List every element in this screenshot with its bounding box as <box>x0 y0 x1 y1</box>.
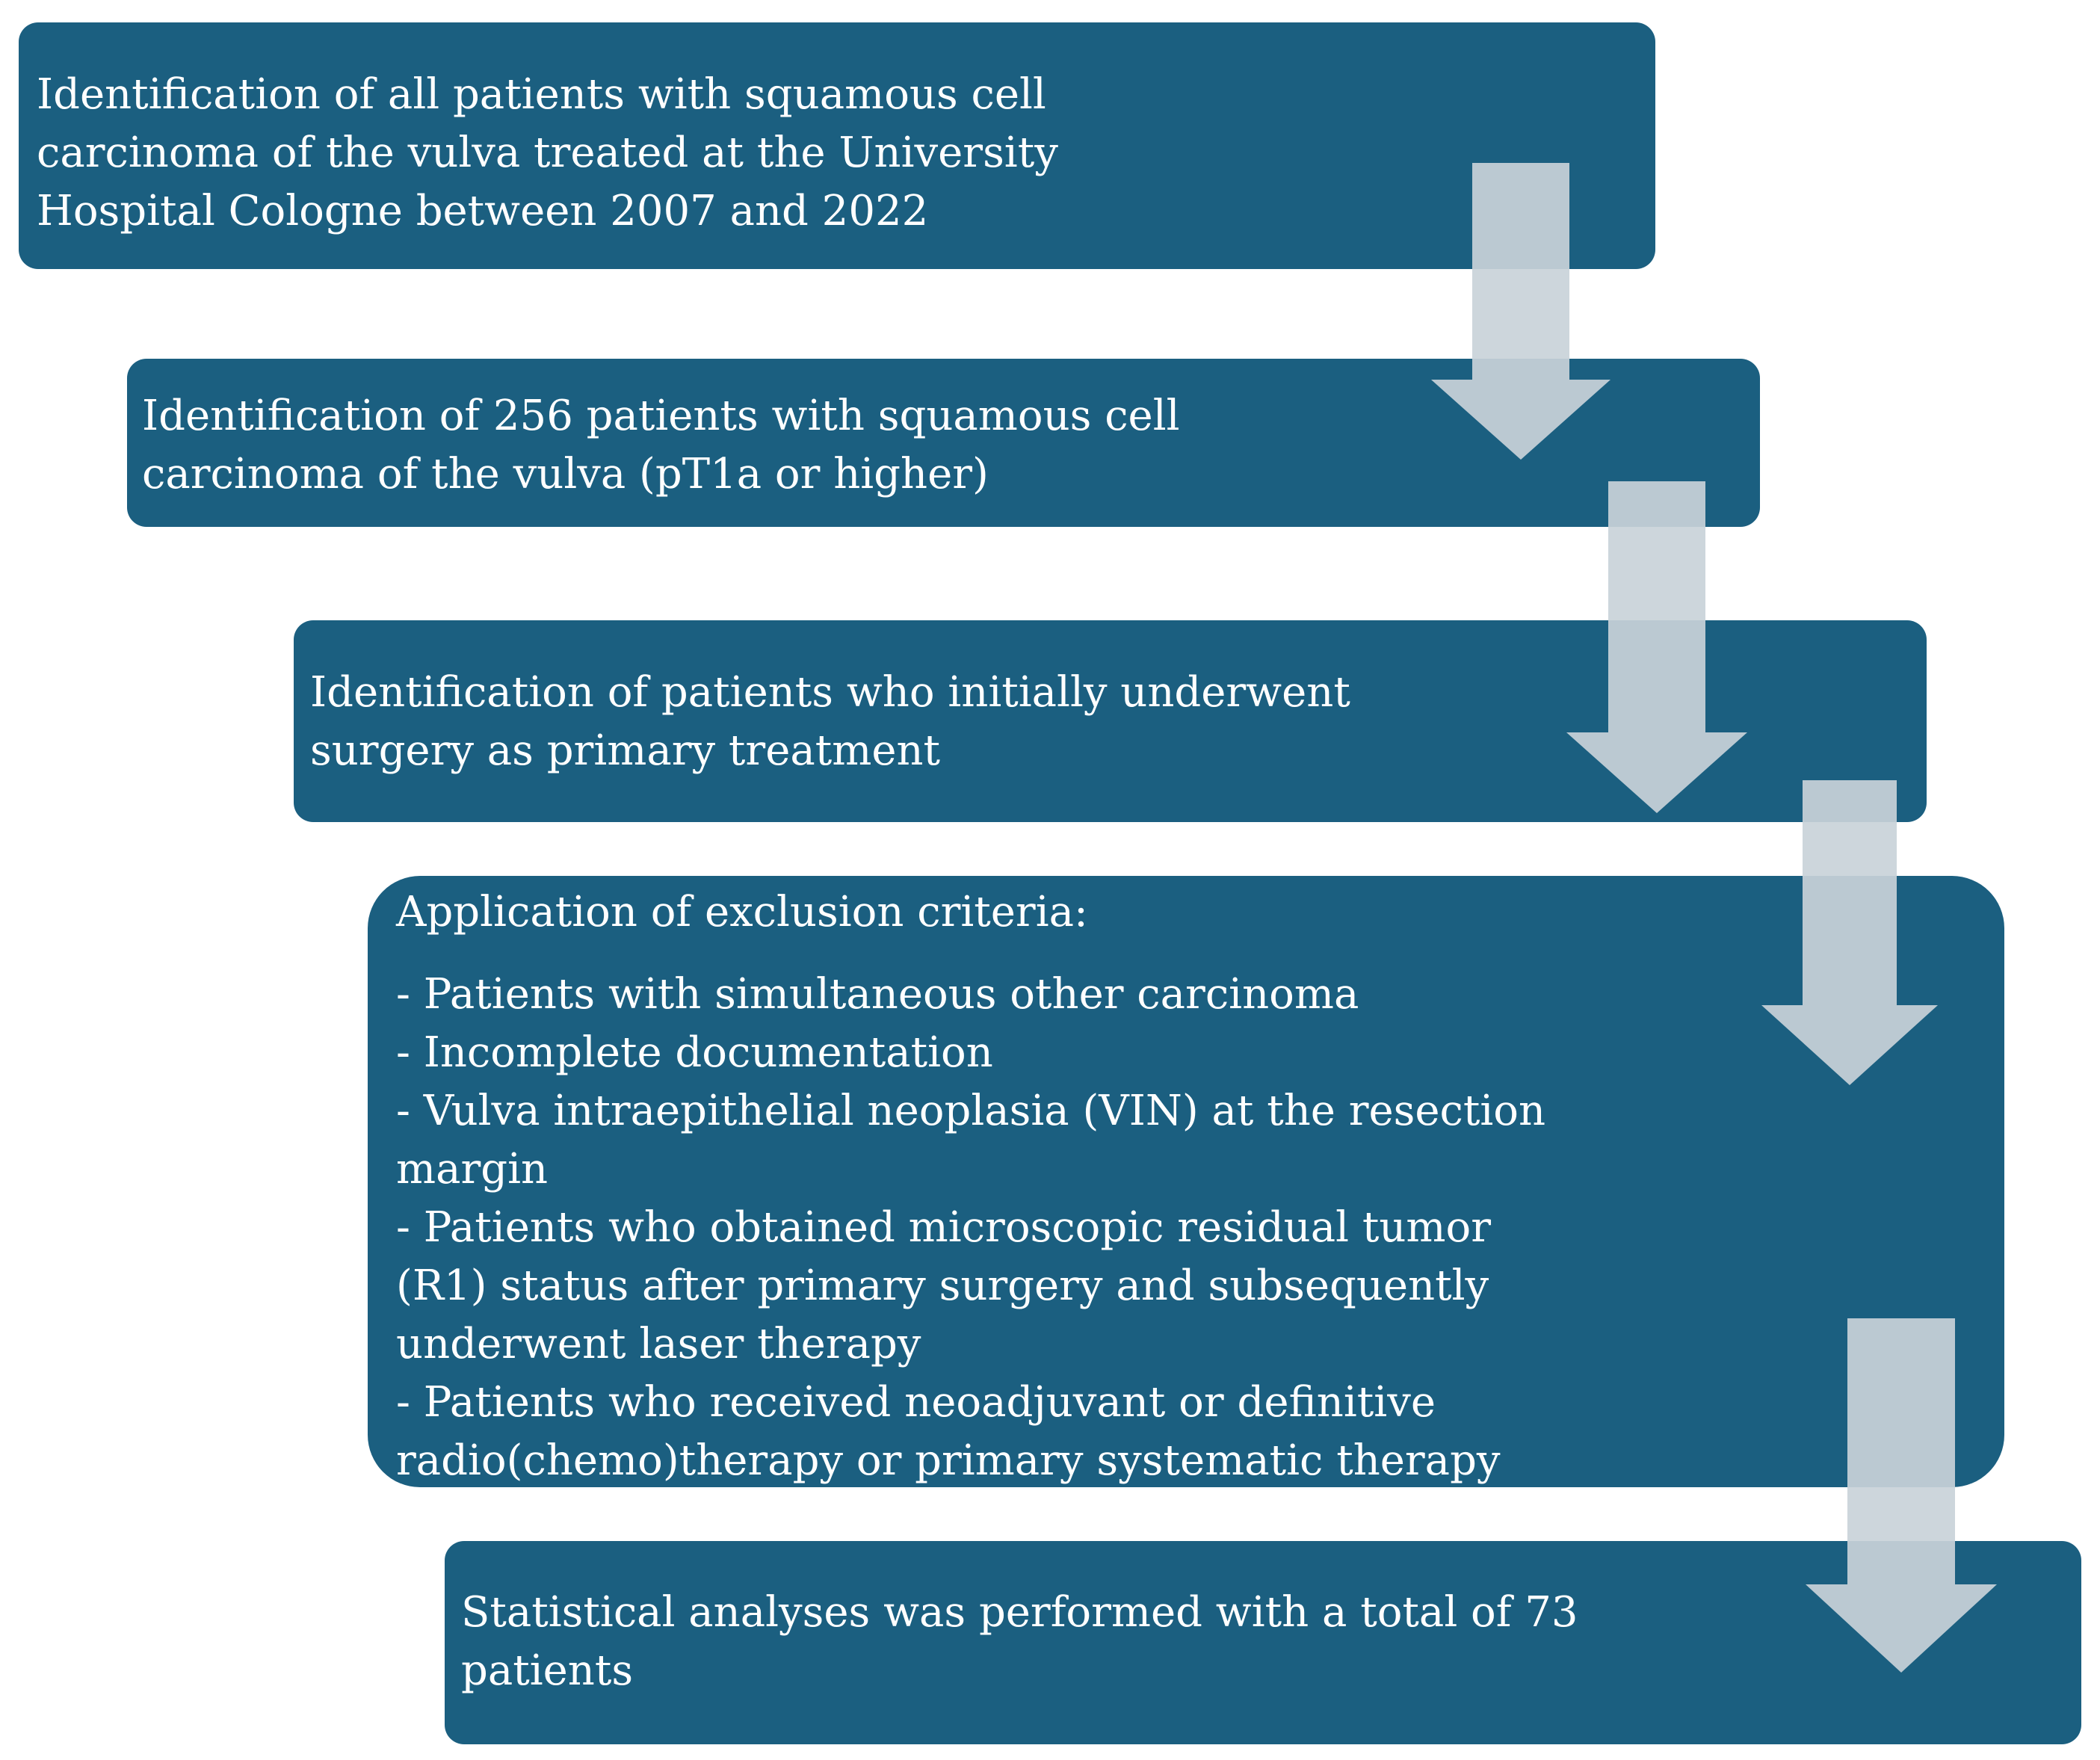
final-step-box: Statistical analyses was performed with … <box>445 1541 2081 1744</box>
exclusion-criteria-heading: Application of exclusion criteria: <box>396 888 1088 936</box>
final-step-text: Statistical analyses was performed with … <box>461 1588 1578 1695</box>
step-1-text: Identification of all patients with squa… <box>37 70 1058 235</box>
step-1-box: Identification of all patients with squa… <box>19 22 1655 269</box>
step-2-text: Identification of 256 patients with squa… <box>142 392 1180 498</box>
exclusion-criterion-4: - Patients who obtained microscopic resi… <box>396 1203 1491 1368</box>
exclusion-criterion-5: - Patients who received neoadjuvant or d… <box>396 1378 1501 1485</box>
exclusion-criteria-box: Application of exclusion criteria: - Pat… <box>368 876 2004 1487</box>
exclusion-criterion-2: - Incomplete documentation <box>396 1028 993 1077</box>
step-2-box: Identification of 256 patients with squa… <box>127 359 1760 527</box>
exclusion-criterion-1: - Patients with simultaneous other carci… <box>396 970 1359 1019</box>
step-3-text: Identification of patients who initially… <box>310 668 1350 775</box>
exclusion-criterion-3: - Vulva intraepithelial neoplasia (VIN) … <box>396 1087 1546 1194</box>
step-3-box: Identification of patients who initially… <box>294 620 1927 822</box>
